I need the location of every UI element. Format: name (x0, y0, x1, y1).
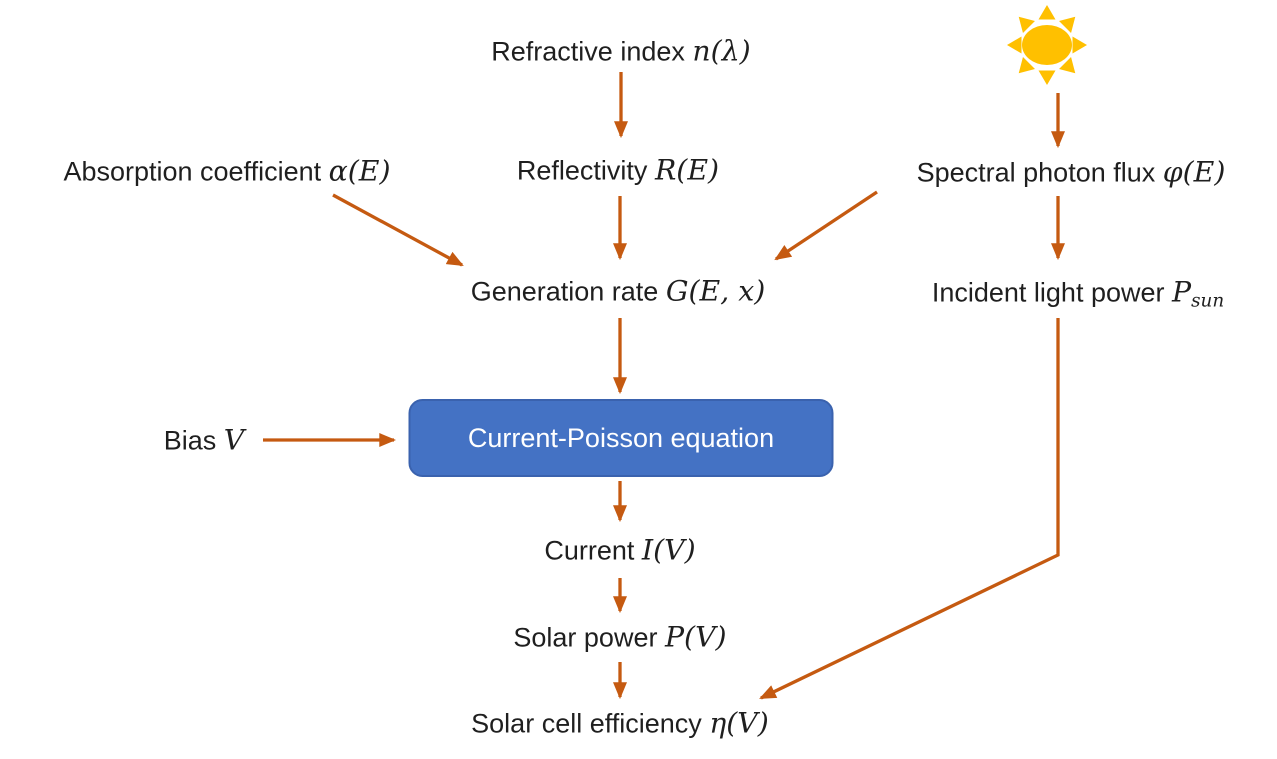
node-absorption-coefficient: Absorption coefficient α(E) (63, 154, 391, 189)
node-solar-cell-efficiency-label: Solar cell efficiency (471, 708, 710, 739)
node-spectral-photon-flux: Spectral photon flux φ(E) (916, 155, 1226, 190)
node-current-label: Current (544, 535, 642, 566)
sun-icon (1007, 5, 1087, 85)
generation-rate-symbol: G(E, x) (665, 274, 766, 308)
node-reflectivity: Reflectivity R(E) (516, 153, 720, 188)
node-reflectivity-label: Reflectivity (516, 155, 655, 186)
solar-power-symbol: P(V) (664, 620, 727, 654)
current-symbol: I(V) (641, 533, 696, 567)
current-poisson-equation-box: Current-Poisson equation (408, 399, 834, 477)
incident-light-power-subscript: sun (1191, 290, 1225, 312)
node-refractive-index-label: Refractive index (491, 36, 693, 67)
node-spectral-photon-flux-label: Spectral photon flux (916, 157, 1163, 188)
solar-cell-efficiency-symbol: η(V) (709, 706, 769, 740)
node-bias-label: Bias (163, 425, 224, 456)
arrow-incident-to-efficiency (759, 318, 1060, 700)
node-current: Current I(V) (544, 533, 696, 568)
arrow-absorption-to-generation (332, 193, 464, 267)
node-generation-rate-label: Generation rate (470, 276, 666, 307)
node-absorption-coefficient-label: Absorption coefficient (63, 156, 329, 187)
spectral-photon-flux-symbol: φ(E) (1162, 155, 1226, 189)
arrow-spectral-to-generation (774, 190, 878, 261)
node-generation-rate: Generation rate G(E, x) (470, 274, 766, 309)
current-poisson-equation-label: Current-Poisson equation (467, 422, 775, 453)
node-incident-light-power-label: Incident light power (931, 277, 1172, 308)
node-incident-light-power: Incident light power Psun (931, 275, 1225, 312)
refractive-index-symbol: n(λ) (692, 34, 751, 68)
incident-light-power-symbol: P (1171, 275, 1192, 309)
reflectivity-symbol: R(E) (654, 153, 720, 187)
node-solar-power: Solar power P(V) (513, 620, 727, 655)
absorption-coefficient-symbol: α(E) (328, 154, 391, 188)
node-bias: Bias V (163, 423, 245, 458)
node-refractive-index: Refractive index n(λ) (491, 34, 751, 69)
node-solar-cell-efficiency: Solar cell efficiency η(V) (471, 706, 769, 741)
node-solar-power-label: Solar power (513, 622, 665, 653)
bias-symbol: V (223, 423, 245, 457)
